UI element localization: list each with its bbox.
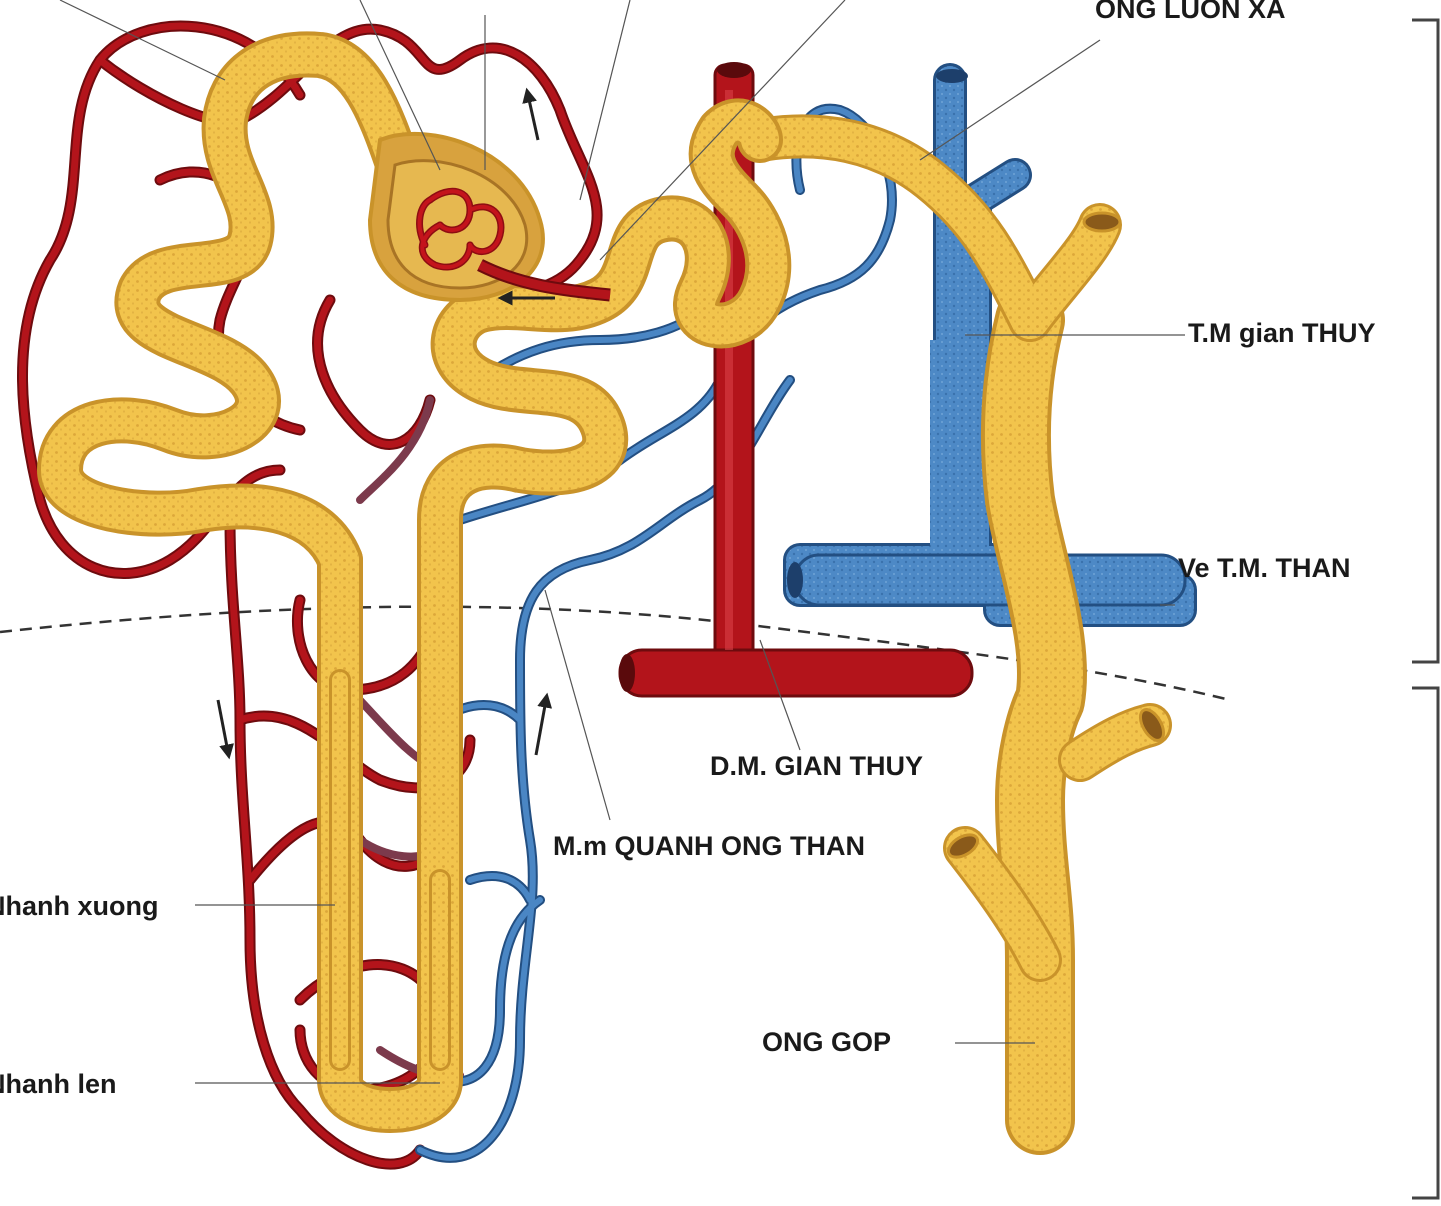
label-dm-gian-thuy: D.M. GIAN THUY	[710, 753, 923, 780]
label-ong-gop: ONG GOP	[762, 1029, 891, 1056]
medulla-bracket	[1412, 688, 1438, 1198]
label-nhanh-len: Nhanh len	[0, 1071, 117, 1098]
label-nhanh-xuong: Nhanh xuong	[0, 893, 158, 920]
renal-corpuscle	[370, 134, 610, 300]
label-ong-luon-xa: ONG LUON XA	[1095, 0, 1286, 23]
label-ve-tm-than: Ve T.M. THAN	[1178, 555, 1351, 582]
label-tm-gian-thuy: T.M gian THUY	[1188, 320, 1376, 347]
cortex-bracket	[1412, 20, 1438, 662]
label-mm-quanh-ong-than: M.m QUANH ONG THAN	[553, 833, 865, 860]
